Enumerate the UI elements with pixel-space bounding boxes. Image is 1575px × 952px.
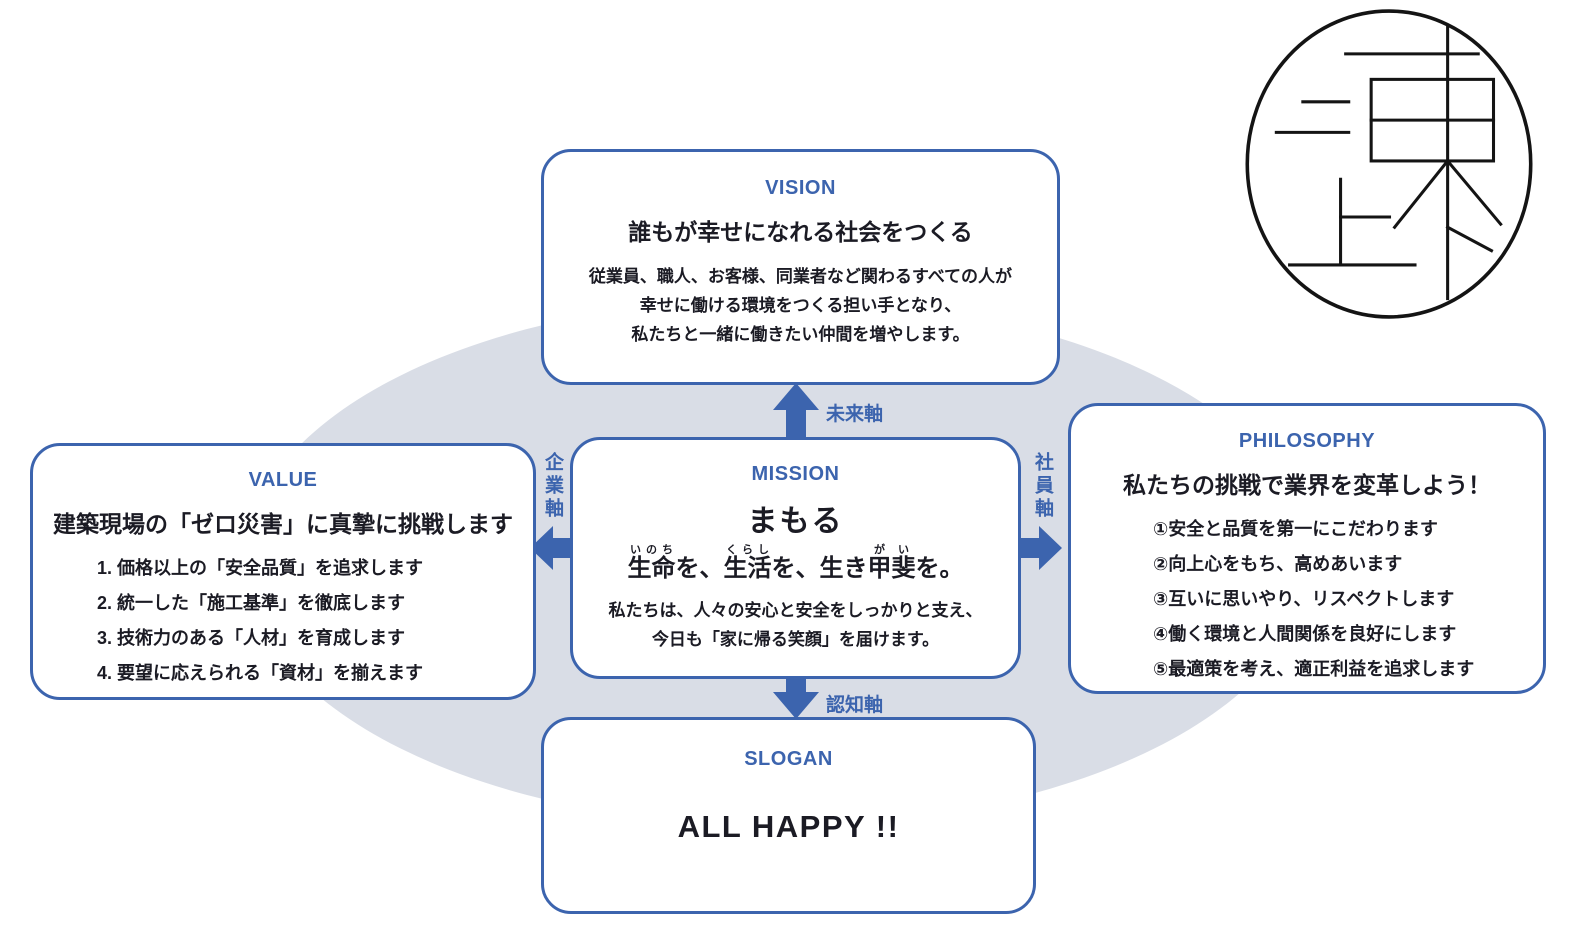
philosophy-box: PHILOSOPHY 私たちの挑戦で業界を変革しよう！ ①安全と品質を第一にこだ… bbox=[1068, 403, 1546, 694]
ruby-base: 甲斐 bbox=[867, 555, 916, 582]
axis-label-future: 未来軸 bbox=[826, 404, 884, 425]
value-title: 建築現場の「ゼロ災害」に真摯に挑戦します bbox=[53, 511, 513, 537]
value-item-list: 1. 価格以上の「安全品質」を追求します 2. 統一した「施工基準」を徹底します… bbox=[97, 551, 533, 691]
value-item: 2. 統一した「施工基準」を徹底します bbox=[97, 593, 406, 614]
mission-body: 私たちは、人々の安心と安全をしっかりと支え、 今日も「家に帰る笑顔」を届けます。 bbox=[573, 596, 1018, 654]
ruby-text: いのち bbox=[627, 544, 676, 556]
vision-title: 誰もが幸せになれる社会をつくる bbox=[628, 219, 973, 245]
arrow-left-company-axis-icon bbox=[530, 526, 573, 570]
slogan-text: ALL HAPPY !! bbox=[677, 809, 900, 844]
slogan-heading: SLOGAN bbox=[744, 748, 833, 770]
philosophy-item: ②向上心をもち、高めあいます bbox=[1153, 554, 1403, 575]
mission-box: MISSION まもる 生命いのちを、生活くらしを、生き甲斐がいを。 私たちは、… bbox=[570, 437, 1021, 679]
philosophy-item: ④働く環境と人間関係を良好にします bbox=[1153, 624, 1457, 645]
philosophy-item-list: ①安全と品質を第一にこだわります ②向上心をもち、高めあいます ③互いに思いやり… bbox=[1153, 512, 1543, 687]
philosophy-item: ①安全と品質を第一にこだわります bbox=[1153, 519, 1438, 539]
vision-body-line: 私たちと一緒に働きたい仲間を増やします。 bbox=[631, 325, 970, 345]
ruby-text: くらし bbox=[723, 544, 772, 556]
vision-body-line: 幸せに働ける環境をつくる担い手となり、 bbox=[639, 296, 962, 316]
arrow-up-future-axis-icon bbox=[773, 383, 819, 439]
ruby-word: 生活くらし bbox=[723, 544, 772, 582]
mission-tagline: 生命いのちを、生活くらしを、生き甲斐がいを。 bbox=[573, 544, 1018, 584]
ruby-base: 生活 bbox=[723, 555, 772, 582]
mission-body-line: 私たちは、人々の安心と安全をしっかりと支え、 bbox=[608, 600, 983, 620]
company-logo bbox=[1245, 9, 1533, 319]
tagline-segment: を。 bbox=[915, 555, 964, 582]
vision-heading: VISION bbox=[765, 177, 836, 199]
value-item: 4. 要望に応えられる「資材」を揃えます bbox=[97, 663, 424, 684]
axis-label-company: 企業軸 bbox=[542, 452, 563, 521]
philosophy-title: 私たちの挑戦で業界を変革しよう！ bbox=[1123, 472, 1491, 498]
value-item: 1. 価格以上の「安全品質」を追求します bbox=[97, 558, 424, 578]
arrow-down-recognition-axis-icon bbox=[773, 677, 819, 719]
ruby-base: 生命 bbox=[627, 555, 676, 582]
tagline-segment: を、 bbox=[771, 555, 820, 582]
ruby-text: がい bbox=[867, 544, 916, 556]
axis-label-recognition: 認知軸 bbox=[826, 695, 884, 716]
arrow-right-employee-axis-icon bbox=[1019, 526, 1062, 570]
value-item: 3. 技術力のある「人材」を育成します bbox=[97, 628, 406, 649]
vision-body-line: 従業員、職人、お客様、同業者など関わるすべての人が bbox=[588, 267, 1013, 286]
vision-body: 従業員、職人、お客様、同業者など関わるすべての人が 幸せに働ける環境をつくる担い… bbox=[544, 262, 1057, 350]
philosophy-item: ③互いに思いやり、リスペクトします bbox=[1153, 589, 1455, 610]
mission-body-line: 今日も「家に帰る笑顔」を届けます。 bbox=[651, 630, 940, 650]
tagline-segment: 生き bbox=[819, 555, 868, 582]
mission-word: まもる bbox=[747, 505, 844, 538]
vision-box: VISION 誰もが幸せになれる社会をつくる 従業員、職人、お客様、同業者など関… bbox=[541, 149, 1060, 385]
ruby-word: 生命いのち bbox=[627, 544, 676, 582]
ruby-word: 甲斐がい bbox=[867, 544, 916, 582]
philosophy-heading: PHILOSOPHY bbox=[1238, 430, 1376, 452]
value-box: VALUE 建築現場の「ゼロ災害」に真摯に挑戦します 1. 価格以上の「安全品質… bbox=[30, 443, 536, 700]
slogan-box: SLOGAN ALL HAPPY !! bbox=[541, 717, 1036, 914]
tagline-segment: を、 bbox=[675, 555, 724, 582]
value-heading: VALUE bbox=[248, 469, 318, 491]
axis-label-employee: 社員軸 bbox=[1032, 452, 1053, 521]
mission-heading: MISSION bbox=[751, 463, 840, 485]
philosophy-item: ⑤最適策を考え、適正利益を追求します bbox=[1153, 659, 1475, 680]
logo-circle bbox=[1245, 9, 1533, 319]
